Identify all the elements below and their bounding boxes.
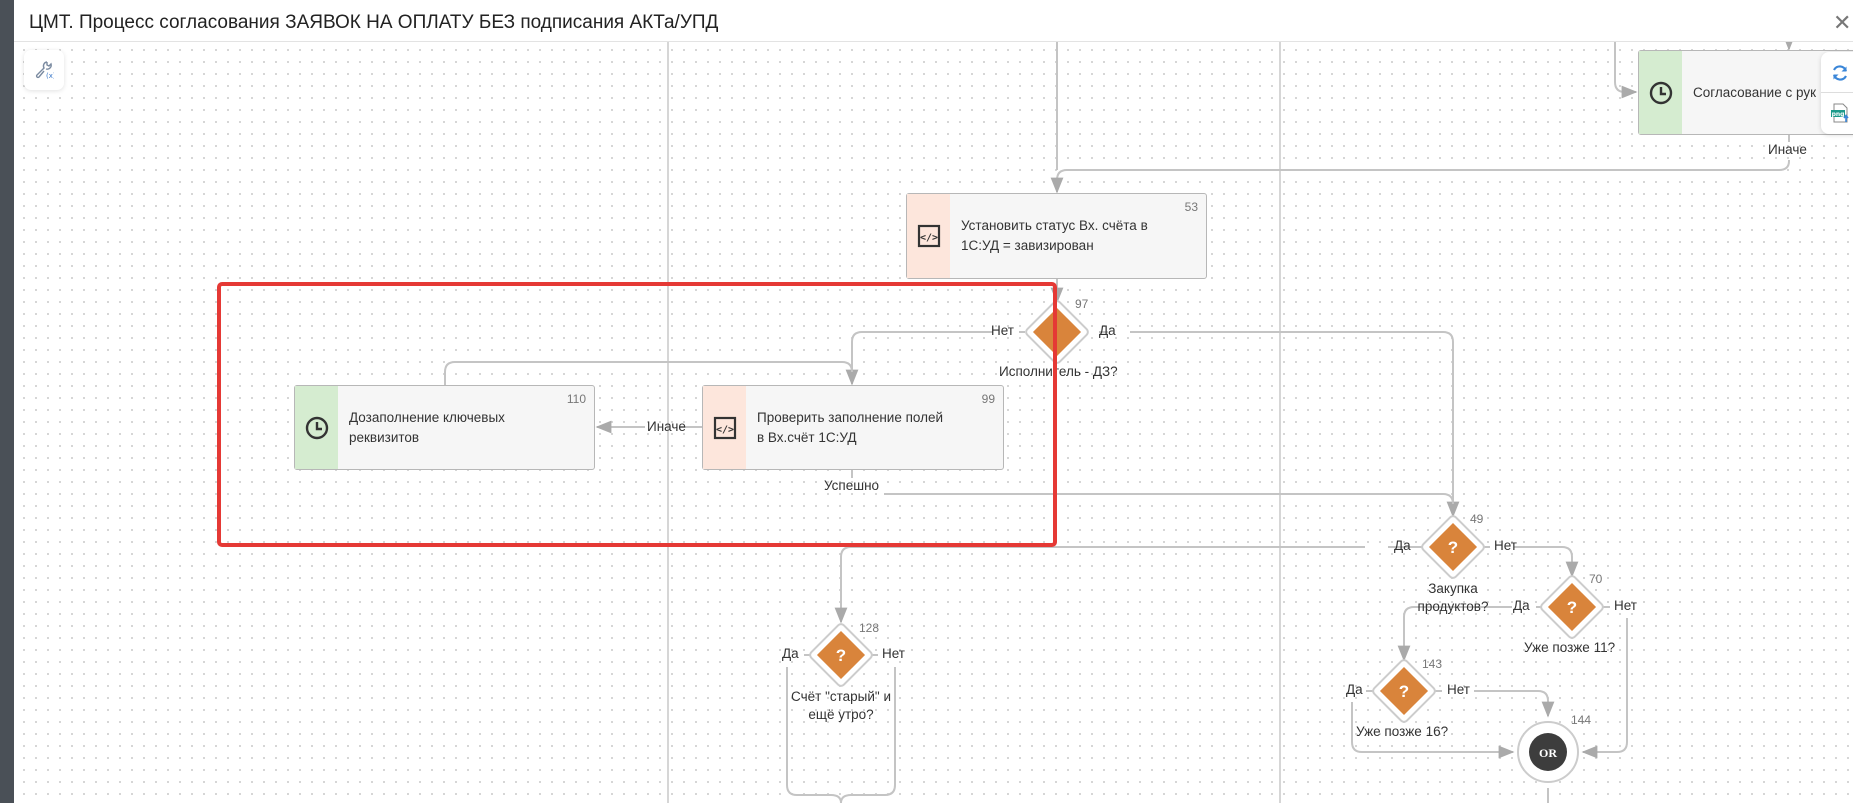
- decision-question-line: Закупка: [1428, 581, 1478, 596]
- decision-no-label: Нет: [991, 323, 1014, 338]
- flow-110-to-99: [444, 361, 853, 385]
- script-stripe: [703, 386, 746, 469]
- flow-to-soglasovanie: [1614, 42, 1638, 99]
- svg-text:</>: </>: [920, 233, 938, 244]
- export-png-button[interactable]: png: [1825, 98, 1853, 128]
- or-gateway-144: OR: [1517, 721, 1579, 783]
- flow-label-inache: Иначе: [1768, 142, 1807, 157]
- decision-yes-label: Да: [1346, 682, 1363, 697]
- decision-70: ?: [1540, 575, 1604, 639]
- node-number: 53: [1184, 200, 1198, 214]
- task-label: Дозаполнение ключевых реквизитов: [349, 408, 574, 448]
- refresh-icon: [1832, 65, 1848, 81]
- decision-yes-label: Да: [1099, 323, 1116, 338]
- refresh-button[interactable]: [1825, 58, 1853, 88]
- flow-label-inache: Иначе: [647, 419, 686, 434]
- flow-label-success: Успешно: [824, 478, 880, 493]
- svg-text:?: ?: [836, 646, 846, 665]
- task-label-line: в Вх.счёт 1С:УД: [757, 430, 857, 445]
- decision-128: ?: [809, 623, 873, 687]
- task-label: Проверить заполнение полей в Вх.счёт 1С:…: [757, 408, 983, 448]
- background-app-strip: [0, 0, 14, 803]
- svg-text:?: ?: [1399, 682, 1409, 701]
- close-icon[interactable]: ✕: [1833, 10, 1852, 35]
- decision-question: Исполнитель - ДЗ?: [999, 364, 1118, 379]
- decision-question-line: ещё утро?: [808, 707, 874, 722]
- decision-question-line: Счёт "старый" и: [791, 689, 891, 704]
- task-label-line: Согласование с рук: [1693, 85, 1816, 100]
- decision-no-label: Нет: [882, 646, 905, 661]
- node-number: 144: [1571, 713, 1592, 727]
- task-soglasovanie[interactable]: Согласование с рук: [1638, 50, 1853, 135]
- node-number: 128: [859, 621, 880, 635]
- diagram-connections: ? ? ? ? OR: [444, 42, 1796, 803]
- node-number: 99: [981, 392, 995, 406]
- task-label-line: реквизитов: [349, 430, 420, 445]
- decision-question: Уже позже 16?: [1356, 724, 1449, 739]
- flow-97-no-to-99: [845, 331, 993, 386]
- task-label: Установить статус Вх. счёта в 1С:УД = за…: [961, 216, 1186, 256]
- clock-icon: [305, 416, 329, 439]
- svg-text:</>: </>: [716, 424, 734, 435]
- task-label-line: 1С:УД = завизирован: [961, 238, 1094, 253]
- variables-tool-button[interactable]: (x): [24, 50, 64, 90]
- decision-49: ?: [1421, 515, 1485, 579]
- task-99[interactable]: </> 99 Проверить заполнение полей в Вх.с…: [702, 385, 1004, 470]
- task-label-line: Установить статус Вх. счёта в: [961, 218, 1148, 233]
- decision-no-label: Нет: [1494, 538, 1517, 553]
- task-label: Согласование с рук: [1693, 83, 1817, 103]
- task-label-line: Проверить заполнение полей: [757, 410, 944, 425]
- node-number: 70: [1589, 572, 1603, 586]
- flow-inache-to-53: [1050, 160, 1790, 194]
- right-toolbar: png: [1821, 52, 1853, 134]
- node-number: 110: [566, 392, 586, 406]
- decision-question-line: продуктов?: [1417, 599, 1489, 614]
- title-bar: ЦМТ. Процесс согласования ЗАЯВОК НА ОПЛА…: [14, 0, 1853, 42]
- decision-no-label: Нет: [1447, 682, 1470, 697]
- script-stripe: [907, 194, 950, 278]
- svg-text:?: ?: [1567, 598, 1577, 617]
- decision-question: Счёт "старый" и ещё утро?: [781, 688, 901, 724]
- node-number: 49: [1470, 512, 1484, 526]
- toolbar-separator: [1821, 92, 1853, 93]
- task-label-line: Дозаполнение ключевых: [349, 410, 505, 425]
- task-53[interactable]: </> 53 Установить статус Вх. счёта в 1С:…: [906, 193, 1207, 279]
- svg-text:OR: OR: [1539, 746, 1557, 760]
- decision-no-label: Нет: [1614, 598, 1637, 613]
- task-110[interactable]: 110 Дозаполнение ключевых реквизитов: [294, 385, 595, 470]
- svg-text:?: ?: [1448, 538, 1458, 557]
- decision-yes-label: Да: [1513, 598, 1530, 613]
- window-title: ЦМТ. Процесс согласования ЗАЯВОК НА ОПЛА…: [29, 12, 719, 33]
- node-number: 143: [1422, 657, 1443, 671]
- diagram-canvas[interactable]: ? ? ? ? OR: [14, 42, 1853, 803]
- export-png-icon: png: [1831, 103, 1849, 123]
- decision-question: Уже позже 11?: [1524, 640, 1616, 655]
- decision-143: ?: [1372, 659, 1436, 723]
- clock-icon: [1649, 81, 1673, 104]
- decision-97: [1025, 300, 1089, 364]
- decision-question: Закупка продуктов?: [1403, 580, 1503, 616]
- decision-yes-label: Да: [1394, 538, 1411, 553]
- process-diagram-window: ЦМТ. Процесс согласования ЗАЯВОК НА ОПЛА…: [14, 0, 1853, 803]
- svg-text:(x): (x): [46, 72, 54, 80]
- script-icon: </>: [917, 224, 941, 248]
- decision-yes-label: Да: [782, 646, 799, 661]
- script-icon: </>: [713, 416, 737, 439]
- node-number: 97: [1075, 297, 1089, 311]
- wrench-variable-icon: (x): [35, 61, 54, 80]
- svg-text:png: png: [1832, 111, 1845, 118]
